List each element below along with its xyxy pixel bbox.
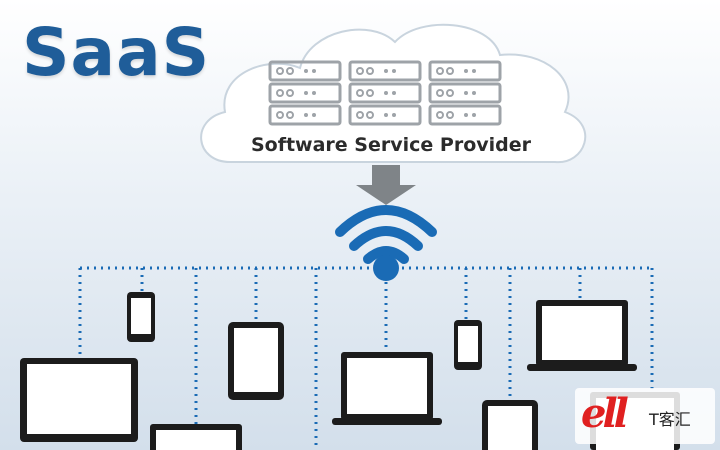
server-dot [312,113,316,117]
wifi-icon [335,205,437,281]
server-dot [472,69,476,73]
server-indicator [276,67,284,75]
server-indicator [366,67,374,75]
page-title: SaaS [22,14,211,91]
server-dot [304,91,308,95]
tablet-icon [228,322,284,400]
server-indicator [446,67,454,75]
server-dot [312,69,316,73]
server-dot [464,91,468,95]
server-indicator [356,89,364,97]
server-indicator [276,111,284,119]
smartphone-icon [454,320,482,370]
server-indicator [286,89,294,97]
server-indicator [286,67,294,75]
server-unit [428,82,502,104]
brand-logo: ell [581,390,629,437]
server-rack-icon [268,60,502,126]
server-dot [312,91,316,95]
laptop-icon [527,300,637,371]
server-indicator [436,67,444,75]
brand-text: T客汇 [649,410,691,429]
smartphone-icon [127,292,155,342]
server-unit [348,82,422,104]
server-indicator [366,111,374,119]
server-indicator [436,89,444,97]
arrow-down-icon [356,165,416,205]
server-dot [392,91,396,95]
server-dot [472,113,476,117]
server-unit [268,104,342,126]
server-dot [304,113,308,117]
server-dot [392,113,396,117]
laptop-icon [150,424,242,450]
server-indicator [286,111,294,119]
server-unit [428,60,502,82]
server-dot [392,69,396,73]
server-unit [268,60,342,82]
server-dot [464,113,468,117]
tablet-icon [482,400,538,450]
server-indicator [446,89,454,97]
server-dot [464,69,468,73]
server-unit [348,104,422,126]
monitor-icon [20,358,138,442]
server-unit [268,82,342,104]
server-unit [428,104,502,126]
server-dot [384,69,388,73]
server-indicator [356,67,364,75]
server-indicator [276,89,284,97]
server-indicator [436,111,444,119]
brand-watermark: ell T客汇 [575,388,715,444]
server-indicator [356,111,364,119]
server-dot [304,69,308,73]
server-indicator [366,89,374,97]
server-dot [384,113,388,117]
server-indicator [446,111,454,119]
server-dot [384,91,388,95]
server-unit [348,60,422,82]
network-lines [78,266,654,450]
cloud-label: Software Service Provider [250,134,532,156]
laptop-icon [332,352,442,425]
server-dot [472,91,476,95]
